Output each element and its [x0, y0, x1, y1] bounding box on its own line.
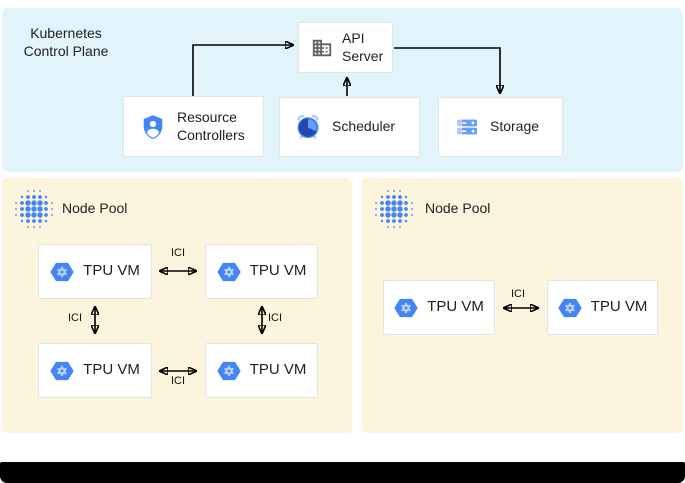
building-icon [311, 37, 333, 59]
ici-label: ICI [170, 247, 186, 259]
shield-user-icon [140, 113, 166, 141]
node-pool-right-label: Node Pool [425, 200, 491, 216]
scheduler-node: Scheduler [279, 97, 420, 157]
tpu-hexagon-icon [50, 359, 74, 383]
ici-label: ICI [68, 312, 83, 324]
tpu-vm-label: TPU VM [427, 298, 484, 316]
storage-icon [455, 115, 479, 139]
ici-label: ICI [268, 312, 283, 324]
tpu-vm-label: TPU VM [249, 361, 307, 379]
tpu-hexagon-icon [217, 260, 241, 284]
node-pool-dots-icon [12, 189, 56, 229]
tpu-hexagon-icon [558, 296, 582, 320]
tpu-hexagon-icon [50, 260, 74, 284]
tpu-vm-label: TPU VM [249, 262, 307, 280]
ici-label: ICI [510, 288, 526, 300]
node-pool-dots-icon [372, 189, 416, 229]
ici-label: ICI [170, 375, 186, 387]
scheduler-label: Scheduler [332, 118, 396, 135]
tpu-vm-node: TPU VM [205, 244, 318, 299]
resource-controllers-node: Resource Controllers [123, 96, 264, 157]
storage-label: Storage [490, 118, 540, 135]
alarm-clock-icon [294, 113, 322, 141]
control-plane-title: Kubernetes Control Plane [23, 25, 109, 59]
tpu-vm-node: TPU VM [547, 280, 658, 335]
node-pool-left-label: Node Pool [62, 200, 128, 216]
tpu-vm-node: TPU VM [38, 343, 152, 398]
tpu-vm-label: TPU VM [83, 262, 140, 280]
api-server-label: API Server [342, 30, 384, 64]
tpu-vm-node: TPU VM [205, 343, 318, 398]
resource-controllers-label: Resource Controllers [177, 109, 245, 143]
tpu-hexagon-icon [394, 296, 418, 320]
storage-node: Storage [438, 97, 563, 157]
bottom-bar [0, 462, 685, 483]
tpu-vm-node: TPU VM [383, 280, 495, 335]
tpu-vm-label: TPU VM [590, 298, 648, 316]
tpu-hexagon-icon [217, 359, 241, 383]
api-server-node: API Server [298, 22, 393, 73]
tpu-vm-label: TPU VM [83, 361, 140, 379]
tpu-vm-node: TPU VM [38, 244, 152, 299]
